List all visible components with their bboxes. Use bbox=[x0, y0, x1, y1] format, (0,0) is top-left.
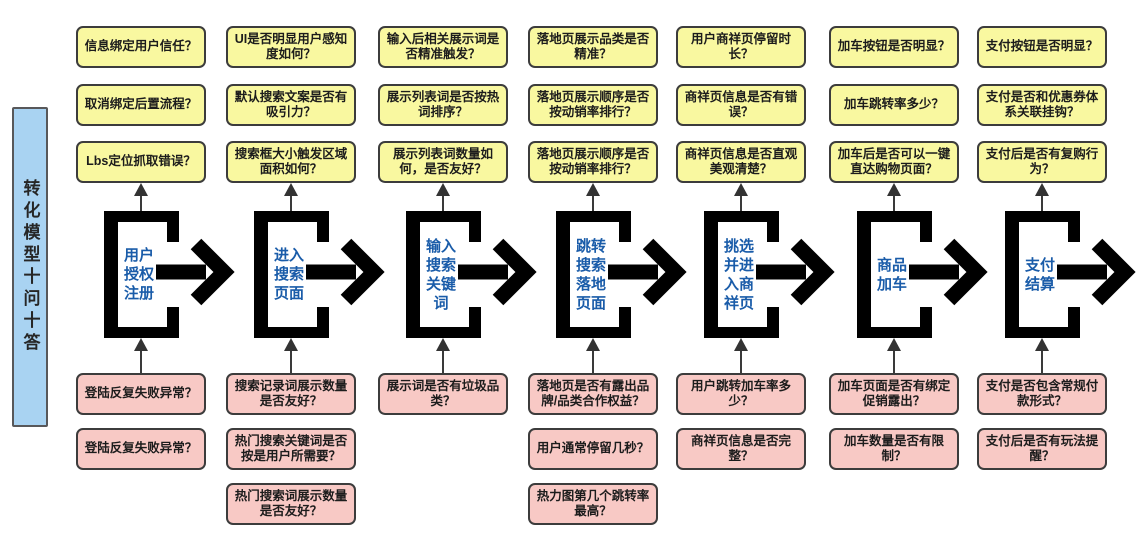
connector-line bbox=[1041, 196, 1043, 211]
top-question-box: 展示列表词数量如何，是否友好？ bbox=[378, 141, 508, 183]
top-question-box: 加车按钮是否明显？ bbox=[829, 26, 959, 68]
top-question-box: 输入后相关展示词是否精准触发？ bbox=[378, 26, 508, 68]
flow-arrow-icon bbox=[756, 238, 835, 306]
stage-label: 用户授权注册 bbox=[123, 247, 154, 302]
bottom-question-box: 支付后是否有玩法提醒？ bbox=[977, 428, 1107, 470]
connector-line bbox=[740, 351, 742, 373]
connector-line bbox=[290, 351, 292, 373]
vertical-title-tab: 转化模型十问十答 bbox=[12, 107, 48, 427]
up-arrowhead-icon bbox=[436, 338, 450, 351]
top-question-box: 落地页展示顺序是否按动销率排行？ bbox=[528, 84, 658, 126]
top-question-box: 取消绑定后置流程？ bbox=[76, 84, 206, 126]
top-question-box: 商祥页信息是否有错误？ bbox=[676, 84, 806, 126]
stage-label: 支付结算 bbox=[1024, 256, 1055, 293]
bottom-question-box: 搜索记录词展示数量是否友好？ bbox=[226, 373, 356, 415]
bottom-question-box: 登陆反复失败异常？ bbox=[76, 373, 206, 415]
up-arrowhead-icon bbox=[134, 183, 148, 196]
top-question-box: UI是否明显用户感知度如何？ bbox=[226, 26, 356, 68]
bottom-question-box: 加车页面是否有绑定促销露出？ bbox=[829, 373, 959, 415]
up-arrowhead-icon bbox=[284, 183, 298, 196]
top-question-box: 展示列表词是否按热词排序？ bbox=[378, 84, 508, 126]
top-question-box: 支付后是否有复购行为？ bbox=[977, 141, 1107, 183]
stage-label: 商品加车 bbox=[876, 256, 907, 293]
connector-line bbox=[893, 351, 895, 373]
bottom-question-box: 落地页是否有露出品牌/品类合作权益？ bbox=[528, 373, 658, 415]
up-arrowhead-icon bbox=[734, 183, 748, 196]
connector-line bbox=[442, 351, 444, 373]
top-question-box: Lbs定位抓取错误？ bbox=[76, 141, 206, 183]
bottom-question-box: 热力图第几个跳转率最高？ bbox=[528, 483, 658, 525]
up-arrowhead-icon bbox=[134, 338, 148, 351]
top-question-box: 加车跳转率多少？ bbox=[829, 84, 959, 126]
stage-label: 挑选并进入商祥页 bbox=[723, 237, 754, 312]
up-arrowhead-icon bbox=[887, 183, 901, 196]
bottom-question-box: 登陆反复失败异常？ bbox=[76, 428, 206, 470]
top-question-box: 默认搜索文案是否有吸引力？ bbox=[226, 84, 356, 126]
top-question-box: 商祥页信息是否直观美观清楚？ bbox=[676, 141, 806, 183]
stage-bracket: 用户授权注册 bbox=[104, 211, 179, 338]
bottom-question-box: 热门搜索关键词是否按是用户所需要？ bbox=[226, 428, 356, 470]
connector-line bbox=[893, 196, 895, 211]
connector-line bbox=[592, 196, 594, 211]
flow-arrow-icon bbox=[306, 238, 385, 306]
connector-line bbox=[140, 196, 142, 211]
stage-bracket: 输入搜索关键词 bbox=[406, 211, 481, 338]
connector-line bbox=[592, 351, 594, 373]
up-arrowhead-icon bbox=[586, 183, 600, 196]
bottom-question-box: 用户通常停留几秒？ bbox=[528, 428, 658, 470]
stage-label: 输入搜索关键词 bbox=[425, 237, 456, 312]
top-question-box: 支付按钮是否明显？ bbox=[977, 26, 1107, 68]
bottom-question-box: 加车数量是否有限制？ bbox=[829, 428, 959, 470]
bottom-question-box: 商祥页信息是否完整？ bbox=[676, 428, 806, 470]
bottom-question-box: 展示词是否有垃圾品类？ bbox=[378, 373, 508, 415]
stage-label: 跳转搜索落地页面 bbox=[575, 237, 606, 312]
top-question-box: 支付是否和优惠券体系关联挂钩？ bbox=[977, 84, 1107, 126]
up-arrowhead-icon bbox=[1035, 183, 1049, 196]
connector-line bbox=[290, 196, 292, 211]
flow-arrow-icon bbox=[458, 238, 537, 306]
stage-bracket: 进入搜索页面 bbox=[254, 211, 329, 338]
up-arrowhead-icon bbox=[436, 183, 450, 196]
top-question-box: 加车后是否可以一键直达购物页面？ bbox=[829, 141, 959, 183]
bottom-question-box: 热门搜索词展示数量是否友好？ bbox=[226, 483, 356, 525]
up-arrowhead-icon bbox=[284, 338, 298, 351]
stage-bracket: 跳转搜索落地页面 bbox=[556, 211, 631, 338]
stage-bracket: 支付结算 bbox=[1005, 211, 1080, 338]
top-question-box: 信息绑定用户信任？ bbox=[76, 26, 206, 68]
top-question-box: 落地页展示品类是否精准？ bbox=[528, 26, 658, 68]
connector-line bbox=[140, 351, 142, 373]
bottom-question-box: 用户跳转加车率多少？ bbox=[676, 373, 806, 415]
top-question-box: 用户商祥页停留时长？ bbox=[676, 26, 806, 68]
flow-arrow-icon bbox=[156, 238, 235, 306]
connector-line bbox=[1041, 351, 1043, 373]
flow-arrow-icon bbox=[608, 238, 687, 306]
stage-label: 进入搜索页面 bbox=[273, 247, 304, 302]
up-arrowhead-icon bbox=[586, 338, 600, 351]
connector-line bbox=[442, 196, 444, 211]
diagram-title: 转化模型十问十答 bbox=[20, 179, 40, 355]
flow-arrow-icon bbox=[1057, 238, 1136, 306]
stage-bracket: 挑选并进入商祥页 bbox=[704, 211, 779, 338]
top-question-box: 搜索框大小触发区域面积如何？ bbox=[226, 141, 356, 183]
up-arrowhead-icon bbox=[887, 338, 901, 351]
up-arrowhead-icon bbox=[1035, 338, 1049, 351]
top-question-box: 落地页展示顺序是否按动销率排行？ bbox=[528, 141, 658, 183]
bottom-question-box: 支付是否包含常规付款形式？ bbox=[977, 373, 1107, 415]
connector-line bbox=[740, 196, 742, 211]
up-arrowhead-icon bbox=[734, 338, 748, 351]
stage-bracket: 商品加车 bbox=[857, 211, 932, 338]
flow-arrow-icon bbox=[909, 238, 988, 306]
